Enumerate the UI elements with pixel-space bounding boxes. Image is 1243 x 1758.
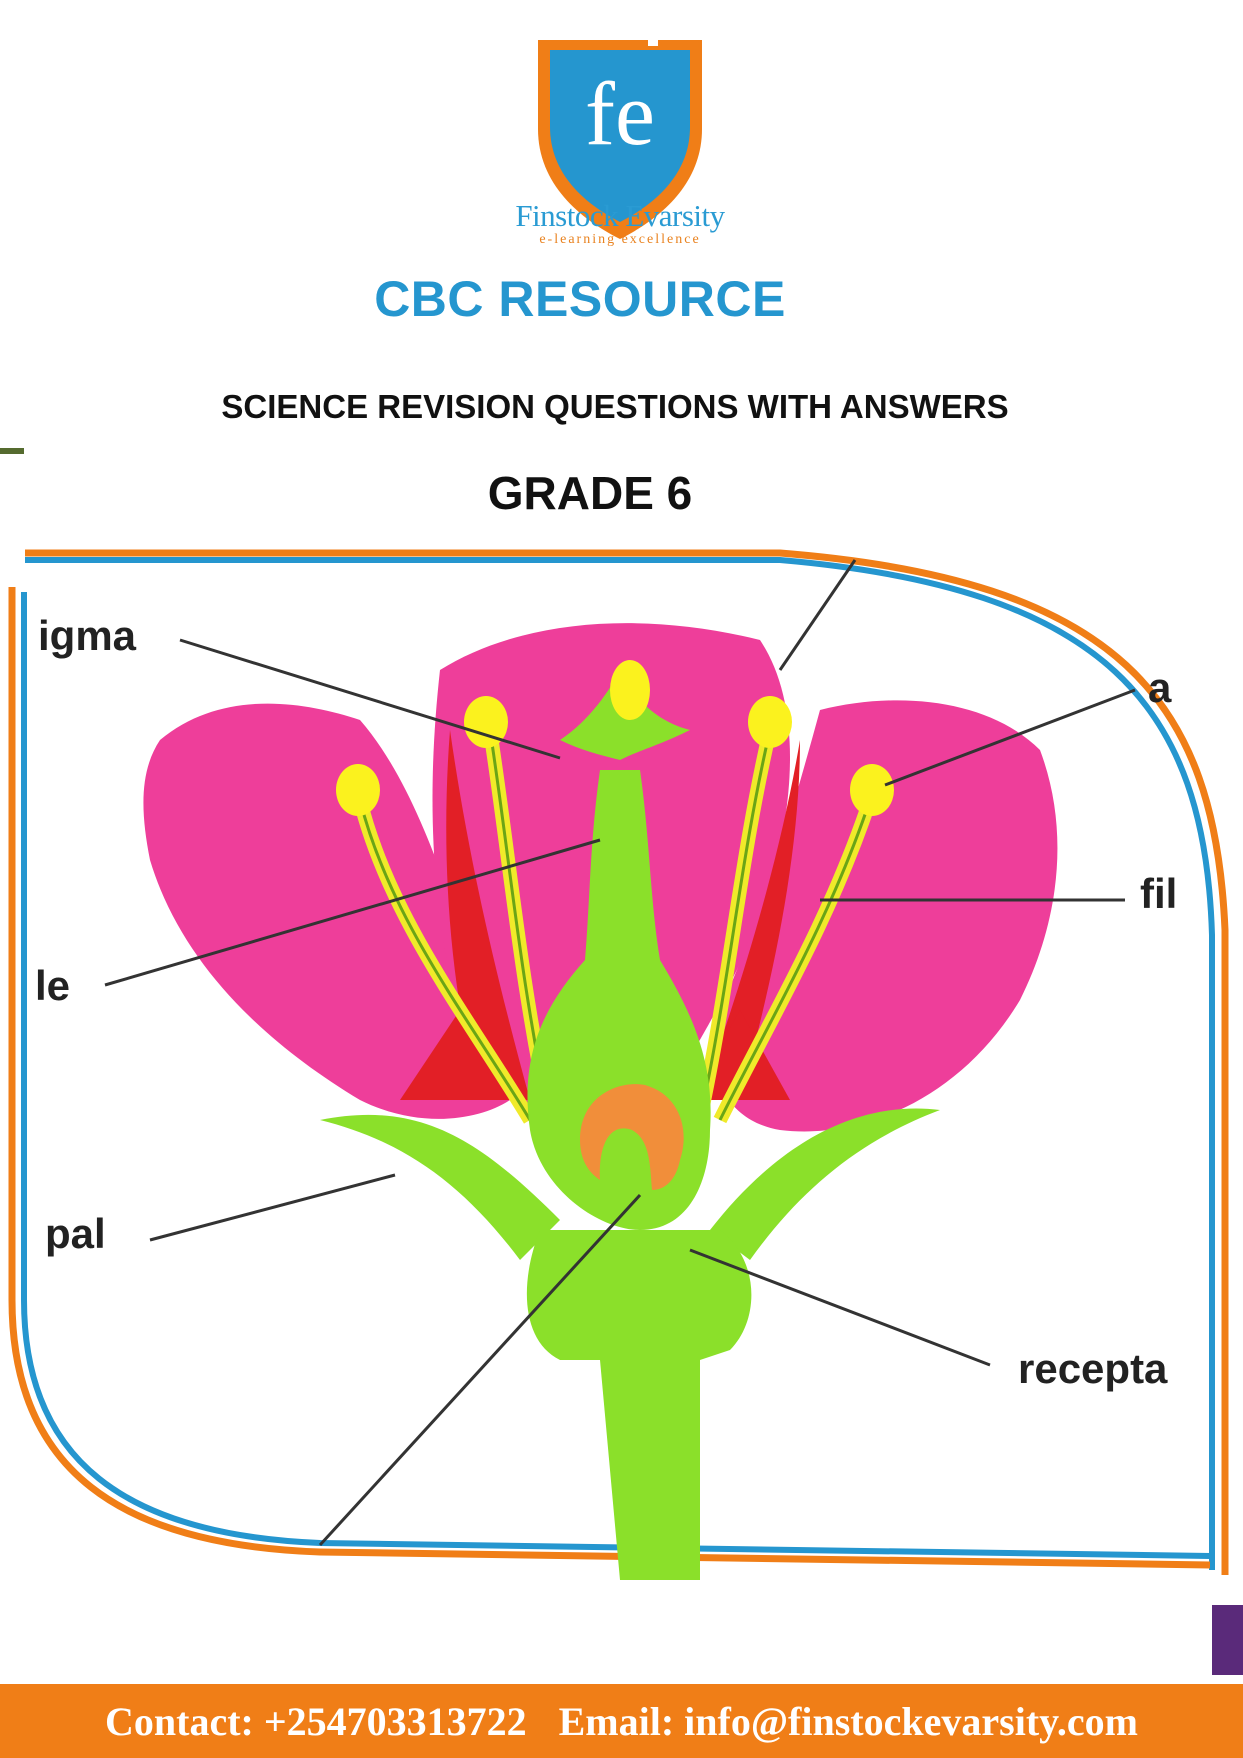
decorative-strip-right xyxy=(1212,1605,1243,1675)
label-style: le xyxy=(35,962,71,1009)
subject-title: SCIENCE REVISION QUESTIONS WITH ANSWERS xyxy=(221,388,1009,425)
label-anther: a xyxy=(1148,664,1172,711)
label-filament: fil xyxy=(1140,870,1178,917)
brand-tagline: e-learning excellence xyxy=(539,232,701,247)
flower-diagram: igma le pal a fil recepta xyxy=(0,540,1243,1585)
contact-footer: Contact: +254703313722 Email: info@finst… xyxy=(0,1684,1243,1758)
label-receptacle: recepta xyxy=(1018,1345,1168,1392)
flower-illustration xyxy=(8,549,1229,1580)
label-sepal: pal xyxy=(45,1210,106,1257)
shield-logo-icon: fe xyxy=(538,34,702,239)
brand-name: Finstock Evarsity xyxy=(515,198,725,233)
resource-title: CBC RESOURCE xyxy=(374,271,786,327)
contact-email: Email: info@finstockevarsity.com xyxy=(558,1698,1138,1744)
decorative-strip-left xyxy=(0,448,24,454)
svg-text:fe: fe xyxy=(585,65,655,164)
contact-phone: Contact: +254703313722 xyxy=(104,1698,527,1744)
grade-title: GRADE 6 xyxy=(487,467,693,519)
brand-logo: fe xyxy=(530,34,710,254)
label-stigma: igma xyxy=(38,612,137,659)
